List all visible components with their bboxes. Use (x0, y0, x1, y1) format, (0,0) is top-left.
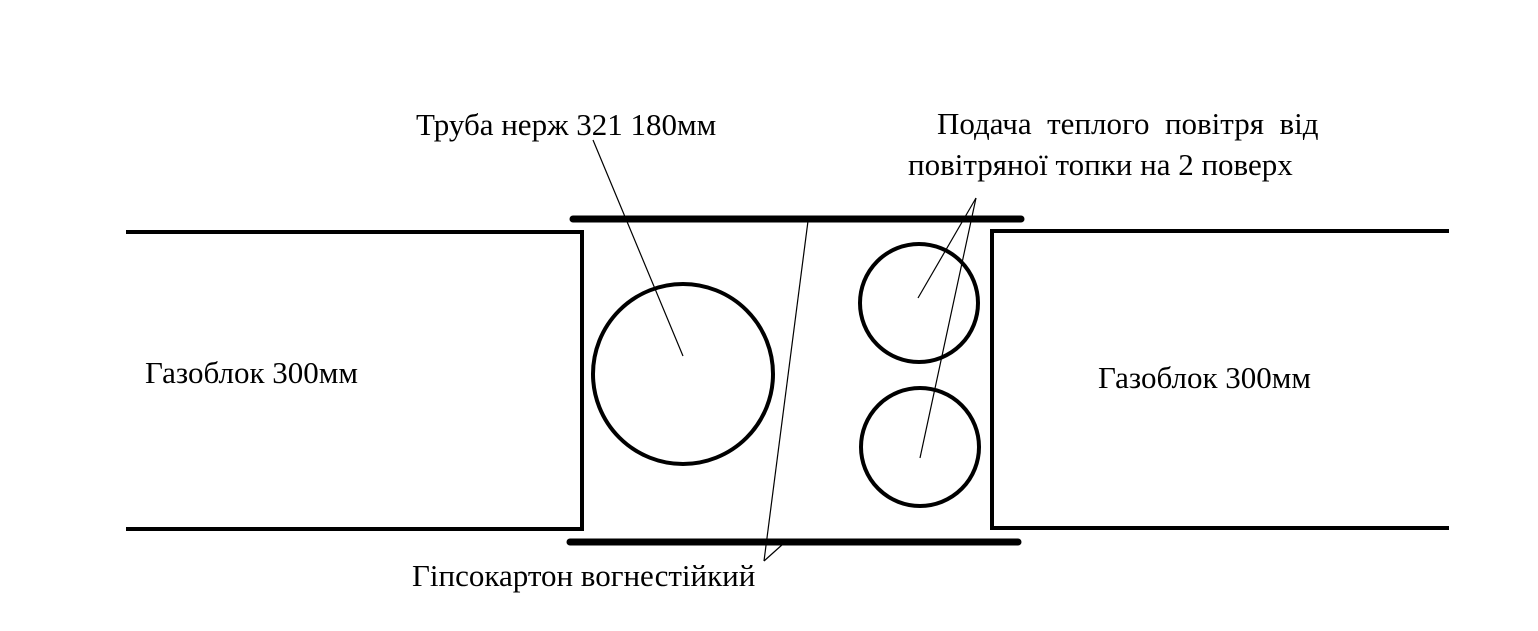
duct-leader-line-upper (917, 197, 977, 299)
left-block-label: Газоблок 300мм (145, 355, 358, 390)
drywall-leader-line-bottom (763, 543, 784, 562)
pipe-label: Труба нерж 321 180мм (416, 107, 716, 142)
drywall-label: Гіпсокартон вогнестійкий (412, 558, 755, 593)
warm-air-label-line2: повітряної топки на 2 поверх (908, 147, 1293, 182)
warm-air-duct-upper (858, 242, 980, 364)
right-block-label: Газоблок 300мм (1098, 360, 1311, 395)
warm-air-label-line1: Подача теплого повітря від (937, 106, 1319, 141)
duct-leader-line-lower (919, 197, 977, 459)
drywall-leader-line-top (763, 220, 809, 562)
right-block-outline (990, 229, 1449, 530)
warm-air-duct-lower (859, 386, 981, 508)
pipe-leader-line (592, 139, 684, 357)
left-block-outline (126, 230, 584, 531)
stainless-pipe-circle (591, 282, 775, 466)
